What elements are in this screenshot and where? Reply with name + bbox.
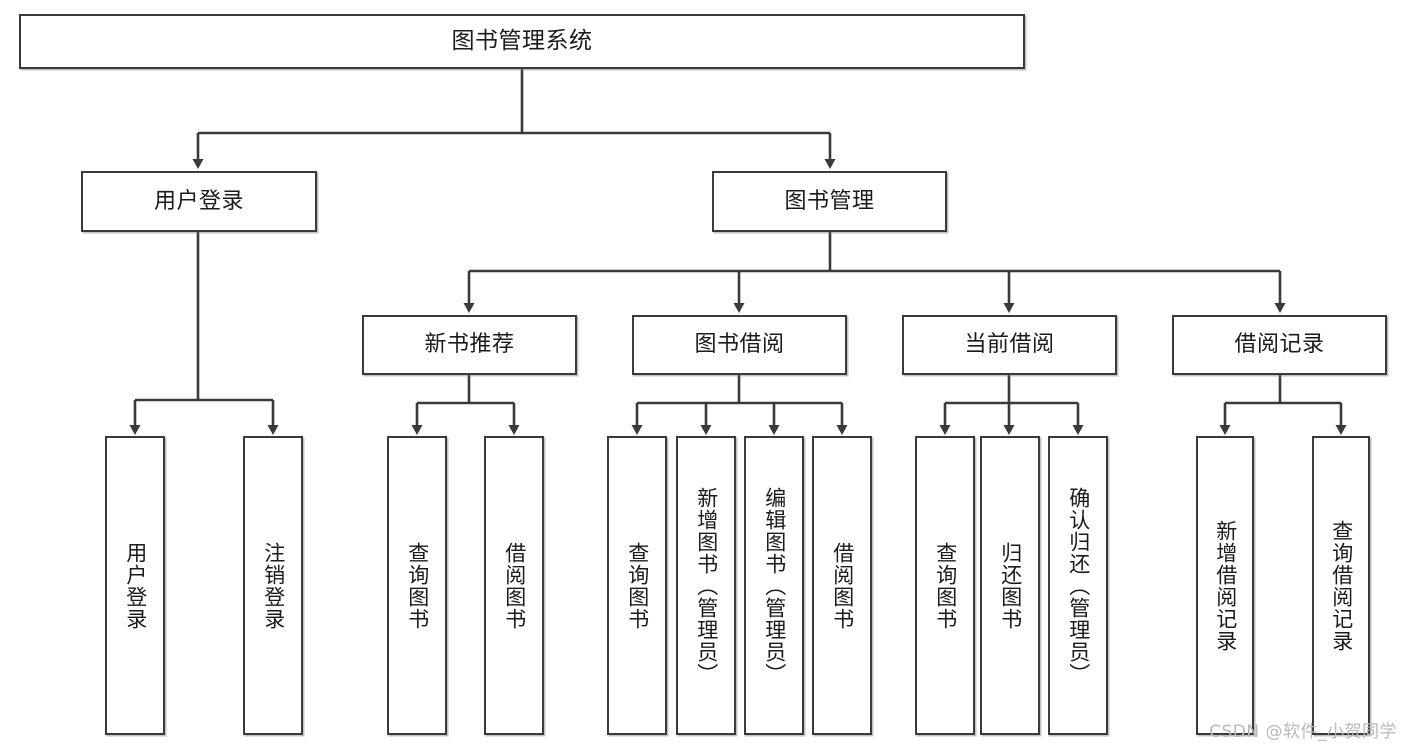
node-label: 归还图书 bbox=[998, 541, 1023, 630]
node-new-book-recommend[interactable]: 新书推荐 bbox=[362, 315, 577, 375]
node-label: 借阅记录 bbox=[1234, 332, 1325, 358]
node-label: 借阅图书 bbox=[830, 541, 855, 630]
node-label: 借阅图书 bbox=[502, 541, 527, 630]
leaf-user-login-login[interactable]: 用户登录 bbox=[105, 436, 165, 735]
node-label: 图书管理 bbox=[784, 188, 875, 214]
node-label: 查询图书 bbox=[933, 541, 958, 630]
node-label: 用户登录 bbox=[123, 541, 148, 630]
node-label: 注销登录 bbox=[261, 541, 286, 630]
node-label: 查询图书 bbox=[625, 541, 650, 630]
leaf-borrow-record-add[interactable]: 新增借阅记录 bbox=[1196, 436, 1254, 735]
node-label: 新增图书（管理员） bbox=[694, 486, 719, 685]
leaf-current-borrow-confirm-return[interactable]: 确认归还（管理员） bbox=[1048, 436, 1108, 735]
node-user-login[interactable]: 用户登录 bbox=[81, 171, 317, 232]
node-book-management[interactable]: 图书管理 bbox=[712, 171, 947, 232]
csdn-watermark: CSDN @软件_小贺同学 bbox=[1209, 722, 1397, 742]
leaf-new-book-borrow[interactable]: 借阅图书 bbox=[484, 436, 544, 735]
leaf-book-borrow-lend[interactable]: 借阅图书 bbox=[812, 436, 872, 735]
node-borrow-record[interactable]: 借阅记录 bbox=[1172, 315, 1387, 375]
leaf-user-login-logout[interactable]: 注销登录 bbox=[243, 436, 303, 735]
leaf-book-borrow-edit[interactable]: 编辑图书（管理员） bbox=[744, 436, 804, 735]
leaf-current-borrow-query[interactable]: 查询图书 bbox=[915, 436, 975, 735]
node-label: 查询图书 bbox=[405, 541, 430, 630]
node-label: 编辑图书（管理员） bbox=[762, 486, 787, 685]
node-label: 新书推荐 bbox=[424, 332, 515, 358]
node-root-system[interactable]: 图书管理系统 bbox=[19, 14, 1025, 69]
leaf-new-book-query[interactable]: 查询图书 bbox=[387, 436, 447, 735]
leaf-current-borrow-return[interactable]: 归还图书 bbox=[980, 436, 1040, 735]
node-current-borrow[interactable]: 当前借阅 bbox=[902, 315, 1117, 375]
node-label: 当前借阅 bbox=[964, 332, 1055, 358]
leaf-book-borrow-add[interactable]: 新增图书（管理员） bbox=[676, 436, 736, 735]
node-book-borrow[interactable]: 图书借阅 bbox=[632, 315, 847, 375]
leaf-borrow-record-query[interactable]: 查询借阅记录 bbox=[1312, 436, 1370, 735]
node-label: 确认归还（管理员） bbox=[1066, 486, 1091, 685]
node-label: 图书借阅 bbox=[694, 332, 785, 358]
node-label: 新增借阅记录 bbox=[1213, 519, 1238, 652]
leaf-book-borrow-query[interactable]: 查询图书 bbox=[607, 436, 667, 735]
node-label: 用户登录 bbox=[153, 188, 244, 214]
node-label: 查询借阅记录 bbox=[1329, 519, 1354, 652]
node-label: 图书管理系统 bbox=[451, 27, 593, 54]
